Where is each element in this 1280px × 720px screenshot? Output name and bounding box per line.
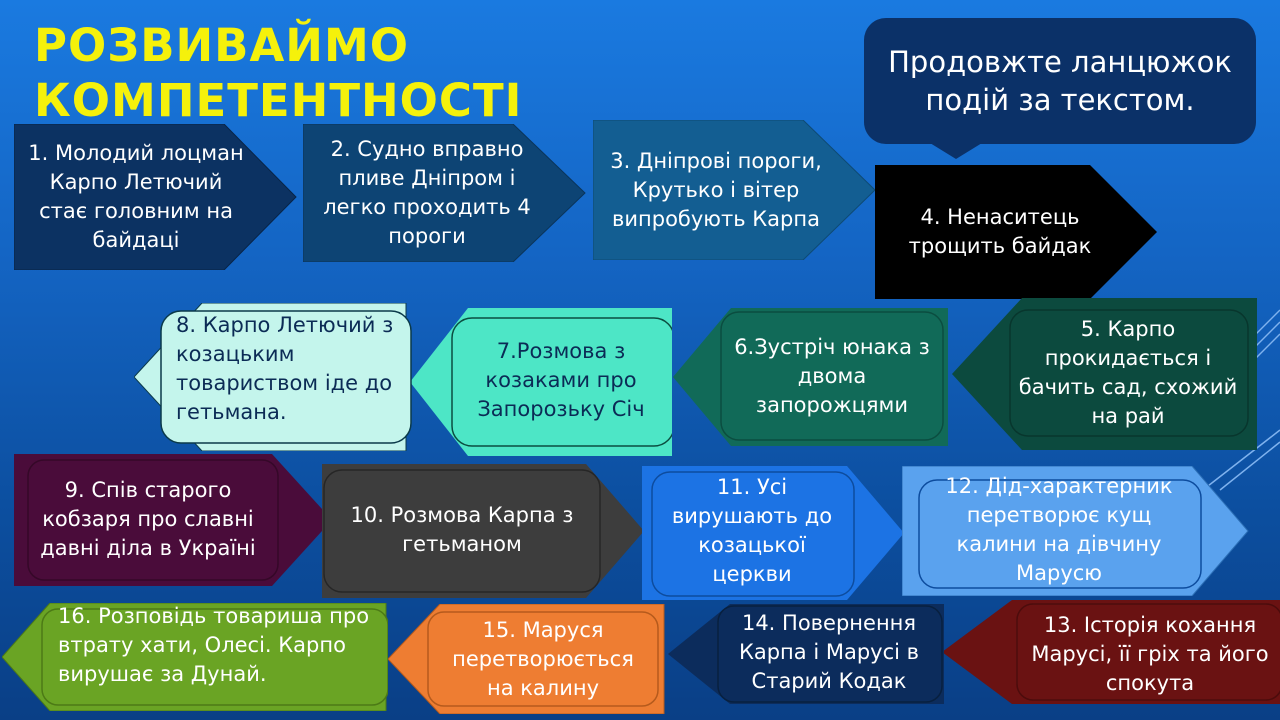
step-8-text: 8. Карпо Летючий з козацьким товариством… — [176, 313, 394, 424]
step-1-shape — [14, 124, 297, 270]
step-6-text: 6.Зустріч юнака з двома запорожцями — [734, 334, 930, 417]
step-11-shape — [642, 466, 904, 600]
step-13-shape — [942, 600, 1280, 704]
step-13-text: 13. Історія кохання Марусі, її гріх та й… — [1031, 612, 1269, 695]
step-2-text: 2. Судно вправно пливе Дніпром і легко п… — [323, 137, 531, 248]
step-1-text: 1. Молодий лоцман Карпо Летючий стає гол… — [28, 141, 244, 252]
step-7-text: 7.Розмова з козаками про Запорозьку Січ — [477, 338, 645, 421]
step-10-shape — [322, 464, 644, 598]
step-3-shape — [593, 120, 876, 260]
step-15-text: 15. Маруся перетворюється на калину — [452, 617, 634, 700]
step-14-text: 14. Повернення Карпа і Марусі в Старий К… — [738, 610, 920, 693]
step-8-shape — [134, 303, 412, 451]
step-9-text: 9. Спів старого кобзаря про славні давні… — [40, 477, 256, 560]
step-5-shape — [952, 298, 1257, 450]
step-4-text: 4. Ненаситець трощить байдак — [908, 205, 1092, 258]
step-12-shape — [902, 466, 1249, 596]
step-14-shape — [668, 604, 944, 704]
step-2-shape — [303, 124, 586, 262]
step-6-shape — [673, 308, 948, 446]
bubble-tail — [930, 143, 982, 159]
step-3-text: 3. Дніпрові пороги, Крутько і вітер випр… — [610, 148, 822, 231]
step-11-text: 11. Усі вирушають до козацької церкви — [671, 475, 833, 586]
step-4-shape — [875, 165, 1157, 299]
step-10-text: 10. Розмова Карпа з гетьманом — [350, 503, 574, 556]
step-7-shape — [410, 308, 672, 456]
instruction-bubble: Продовжте ланцюжок подій за текстом. — [864, 18, 1256, 144]
step-16-shape — [2, 603, 388, 711]
step-15-shape — [388, 604, 665, 714]
step-5-text: 5. Карпо прокидається і бачить сад, схож… — [1018, 317, 1238, 428]
instruction-text: Продовжте ланцюжок подій за текстом. — [888, 45, 1232, 117]
slide-title: РОЗВИВАЙМО КОМПЕТЕНТНОСТІ — [34, 19, 523, 127]
step-16-text: 16. Розповідь товариша про втрату хати, … — [58, 604, 370, 686]
step-9-shape — [14, 454, 332, 586]
step-12-text: 12. Дід-характерник перетворює кущ калин… — [945, 474, 1173, 585]
